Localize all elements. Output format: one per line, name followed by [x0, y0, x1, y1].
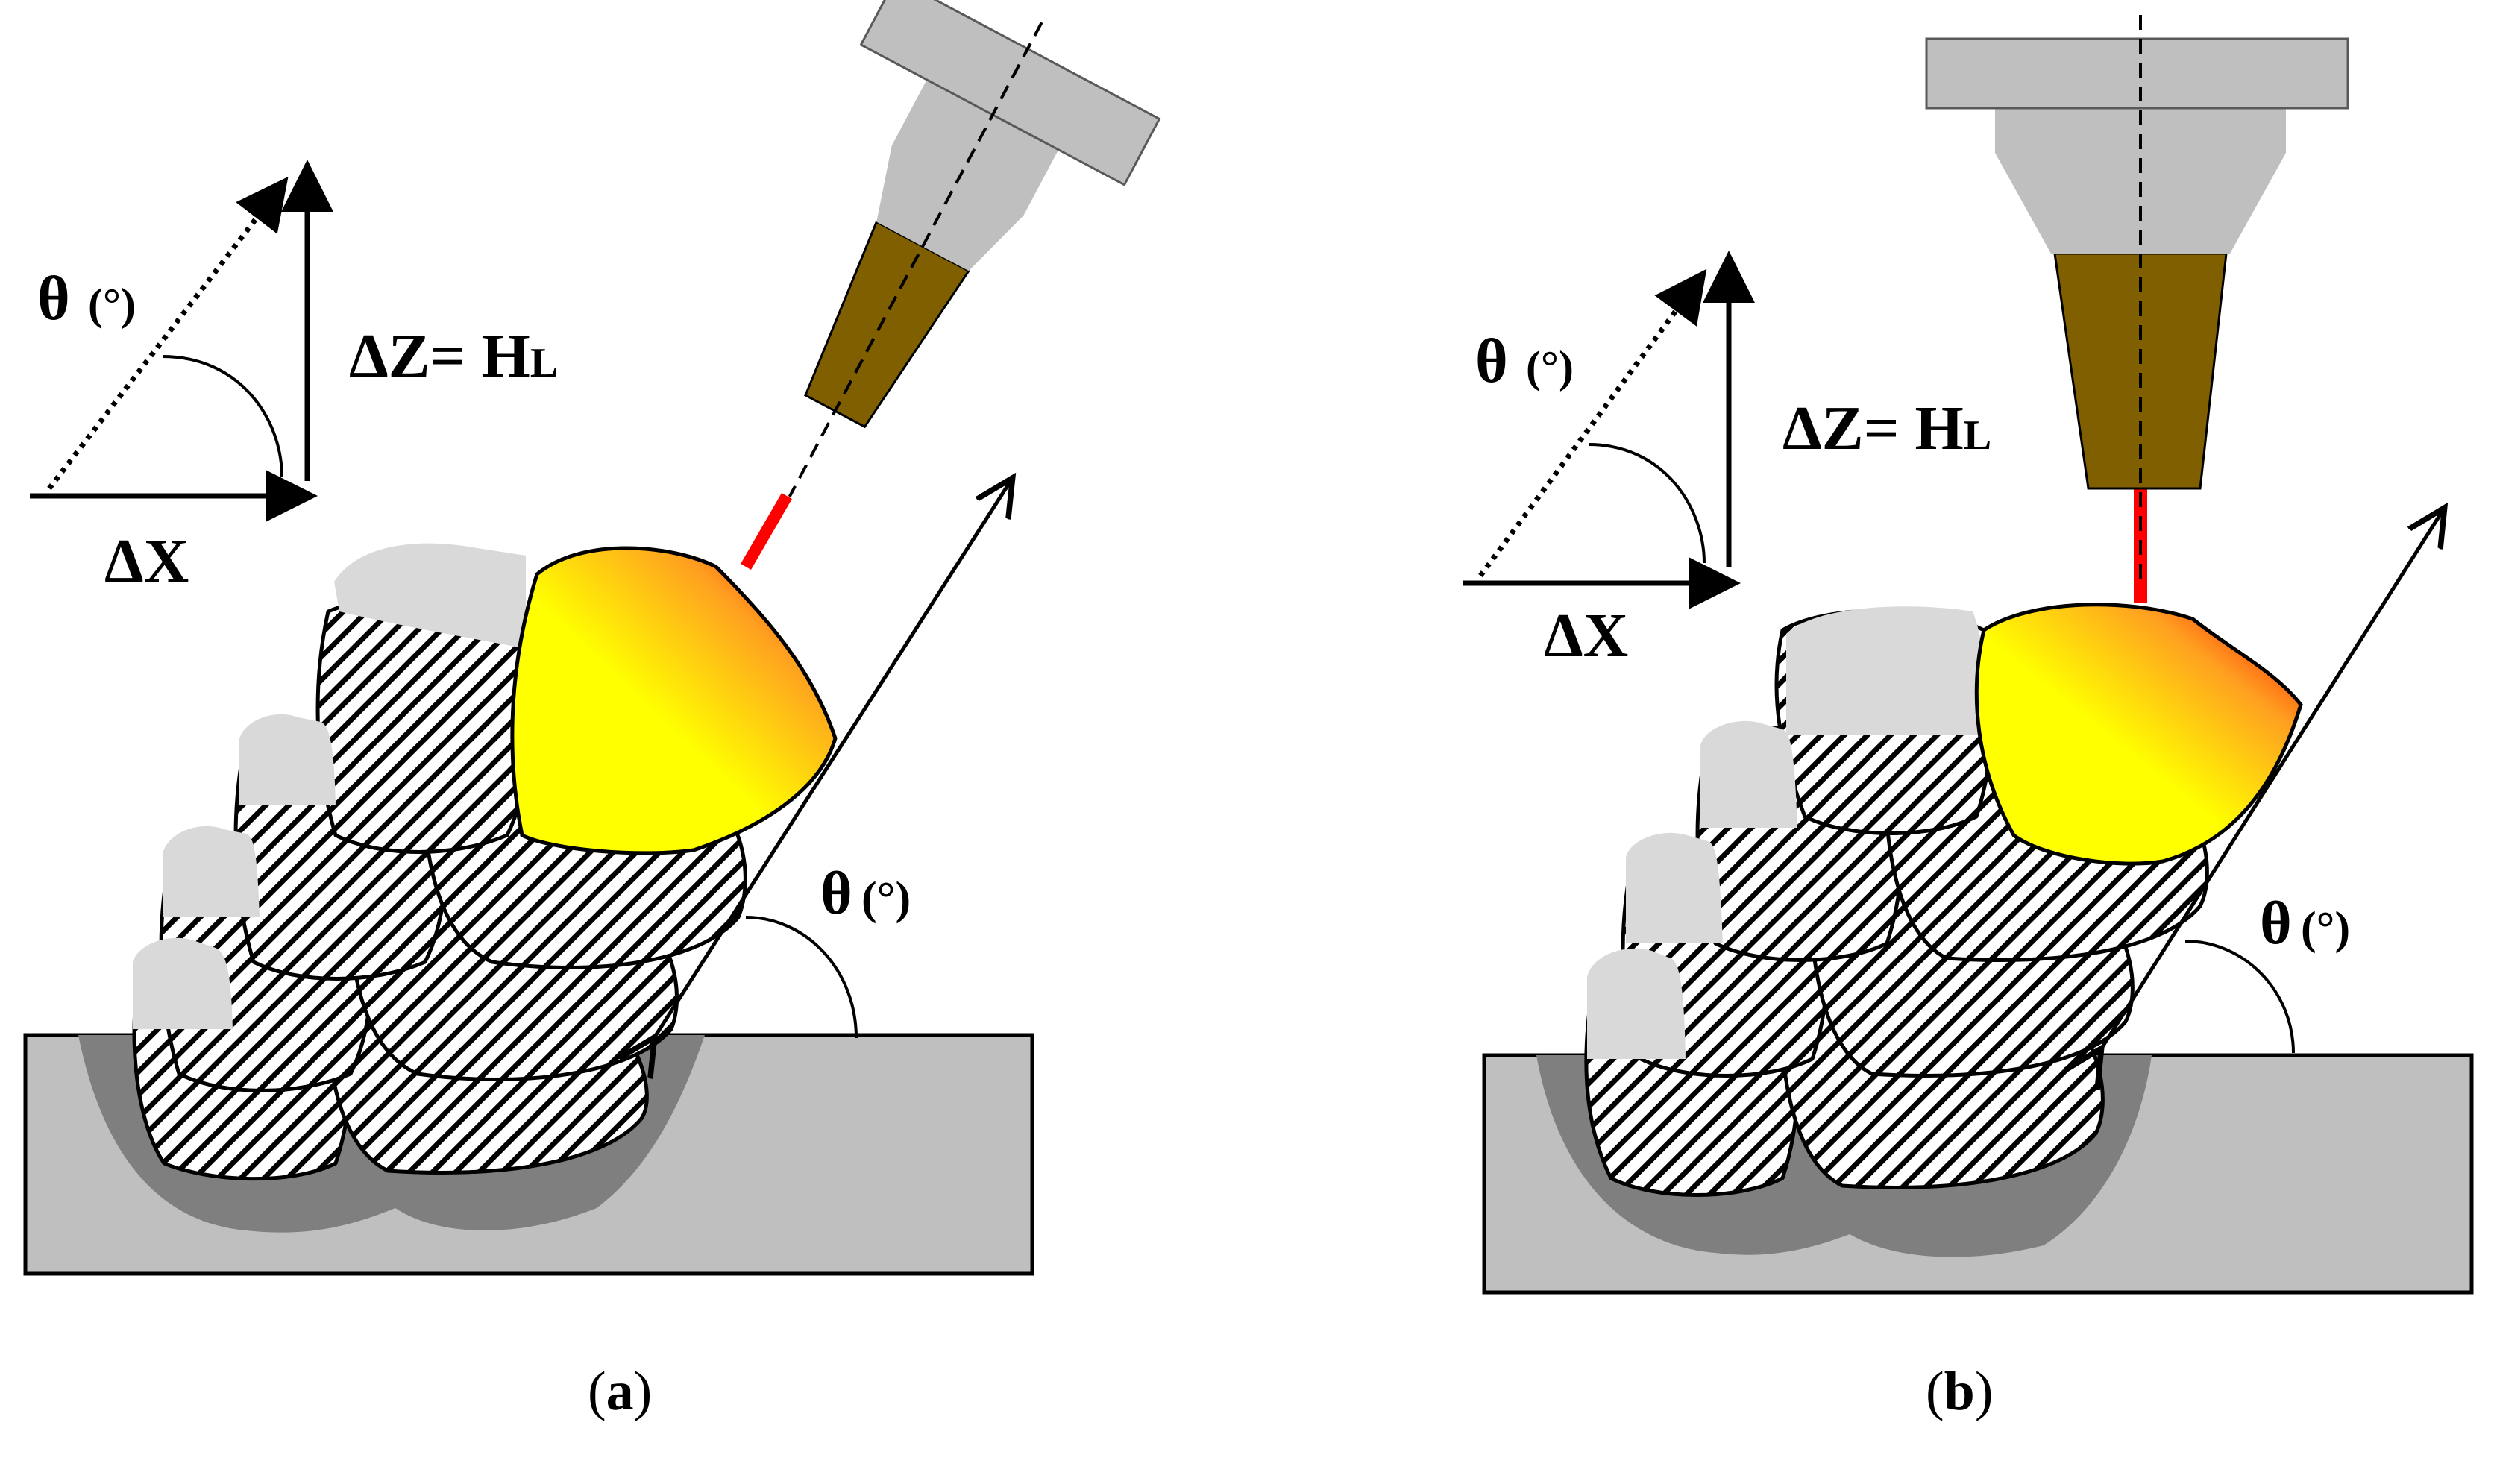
theta-dotted-arrow [47, 176, 289, 491]
axis-z-label: ΔZ= HL [1782, 394, 1991, 463]
panel-b: θ (°) ΔX θ (°) ΔZ= HL (b) [1463, 15, 2474, 1422]
melt-pool [510, 546, 838, 855]
axis-theta-unit: (°) [1526, 342, 1574, 392]
bead-top [334, 543, 526, 649]
deposit-theta-unit: (°) [2301, 903, 2350, 954]
axis-triad: ΔX θ (°) ΔZ= HL [1463, 251, 1991, 670]
axis-theta-arc [1588, 443, 1706, 564]
caption-a-open: ( [588, 1361, 606, 1422]
axis-theta-unit: (°) [88, 280, 136, 329]
nozzle-axis [788, 22, 1043, 497]
build-direction-arrow [653, 481, 1011, 1040]
deposition-nozzle [1925, 15, 2349, 582]
bead-top [163, 826, 260, 917]
nozzle-body [1995, 108, 2286, 254]
laser-beam [741, 492, 792, 570]
axis-x-label: ΔX [1544, 601, 1628, 670]
deposit-theta-label: θ [820, 859, 852, 927]
caption-a-letter: a [606, 1361, 634, 1422]
axis-x-label: ΔX [104, 526, 189, 596]
axis-z-main: ΔZ= H [1782, 394, 1964, 463]
theta-dotted-arrow [1478, 268, 1707, 578]
bead-top [133, 937, 233, 1029]
axis-z-main: ΔZ= H [349, 321, 530, 391]
deposit-theta-arc [2184, 940, 2295, 1054]
caption-b-letter: b [1944, 1361, 1975, 1422]
axis-z-sub: L [1964, 412, 1991, 459]
nozzle-tip [804, 220, 971, 429]
deposit-theta-arc [745, 916, 858, 1039]
caption-a-close: ) [634, 1361, 653, 1422]
nozzle-body [876, 79, 1059, 271]
bead-top [239, 714, 336, 805]
deposit-theta-unit: (°) [861, 873, 911, 924]
bead-top [1626, 832, 1723, 943]
deposit-theta-label: θ [2260, 889, 2292, 957]
caption-a: (a) [588, 1361, 652, 1422]
axis-theta-label: θ [37, 264, 70, 333]
melt-pool [1974, 603, 2303, 866]
build-direction-arrow [2099, 511, 2443, 1051]
caption-b: (b) [1926, 1361, 1993, 1422]
nozzle-plate [1925, 37, 2349, 110]
axis-z-sub: L [530, 340, 558, 386]
bead-top [1786, 606, 1985, 735]
caption-b-open: ( [1926, 1361, 1944, 1422]
caption-b-close: ) [1975, 1361, 1994, 1422]
axis-theta-arc [162, 355, 283, 478]
bead-tops [1587, 606, 1985, 1059]
axis-z-label: ΔZ= HL [349, 321, 558, 391]
axis-triad: ΔX θ (°) ΔZ= HL [30, 160, 558, 596]
panel-a: θ (°) ΔX θ (°) ΔZ= HL (a) [23, 0, 1161, 1422]
bead-top [1587, 948, 1686, 1059]
bead-tops [133, 543, 526, 1029]
axis-theta-label: θ [1475, 327, 1508, 396]
bead-top [1700, 720, 1797, 828]
deposition-nozzle [788, 0, 1161, 497]
